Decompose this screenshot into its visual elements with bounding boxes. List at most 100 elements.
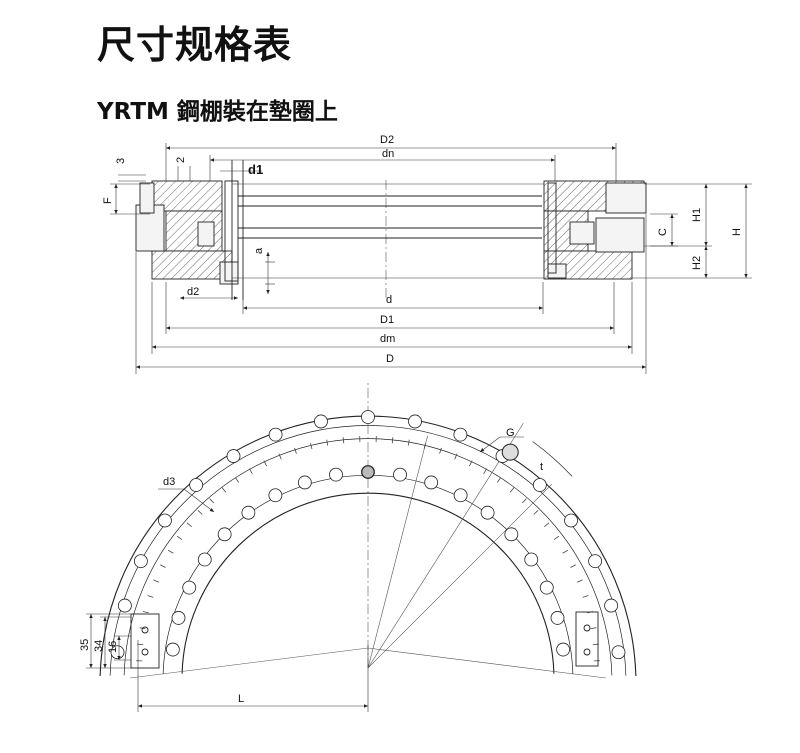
label-H1: H1	[691, 208, 703, 222]
section-view: D2 dn d1 3 2 F a d2 d D1 d	[102, 134, 752, 374]
flange-tick	[469, 460, 473, 467]
flange-tick	[310, 443, 313, 450]
label-D2: D2	[380, 134, 394, 146]
flange-tick	[423, 443, 426, 450]
page-title: 尺寸规格表	[97, 23, 293, 67]
inner-bolt-hole	[297, 475, 312, 490]
outer-bolt-hole	[453, 427, 468, 442]
flange-tick	[483, 468, 488, 475]
outer-bolt-hole	[361, 410, 375, 424]
outer-bolt-hole	[408, 414, 422, 429]
left-bearing-section	[135, 160, 244, 300]
flange-tick	[522, 498, 527, 504]
flange-tick	[570, 564, 576, 568]
label-dn: dn	[382, 148, 394, 160]
label-F: F	[102, 197, 114, 204]
flange-tick	[209, 498, 214, 504]
label-H: H	[731, 228, 743, 236]
flange-tick	[147, 595, 154, 598]
outer-bolt-hole	[588, 554, 603, 569]
flange-tick	[167, 549, 174, 554]
label-C: C	[657, 228, 669, 236]
inner-bolt-hole	[171, 611, 186, 625]
label-D: D	[386, 353, 394, 365]
plan-view	[99, 383, 637, 679]
label-L: L	[238, 693, 244, 705]
label-d2: d2	[187, 286, 199, 298]
label-d: d	[386, 294, 392, 306]
inner-bolt-hole	[268, 488, 283, 503]
outer-bolt-hole	[158, 513, 172, 528]
outer-bolt-hole	[532, 478, 547, 492]
label-d1: d1	[248, 162, 263, 177]
flange-tick	[186, 522, 192, 527]
chord-line-right	[367, 647, 607, 679]
flange-tick	[590, 627, 597, 630]
flange-tick	[235, 477, 240, 483]
label-G: G	[506, 427, 515, 439]
inner-ring-bore	[181, 492, 555, 674]
chord-line-left	[129, 647, 369, 679]
flange-tick	[294, 447, 297, 454]
flange-tick	[533, 510, 539, 515]
inner-bolt-hole	[524, 552, 539, 567]
flange-tick	[576, 579, 583, 583]
radial-line-g	[367, 422, 524, 669]
label-16: 16	[107, 641, 119, 653]
label-dm: dm	[380, 333, 395, 345]
flange-tick	[248, 468, 253, 475]
outer-bolt-hole	[604, 598, 619, 613]
label-d3: d3	[163, 476, 175, 488]
flange-tick	[582, 595, 589, 598]
flange-tick	[278, 453, 282, 460]
inner-bolt-hole	[480, 505, 495, 520]
flange-tick	[221, 487, 227, 493]
outer-bolt-hole	[133, 554, 148, 569]
inner-bolt-hole	[217, 527, 232, 542]
label-35: 35	[79, 639, 91, 651]
flange-tick	[197, 510, 203, 515]
outer-bolt-hole	[189, 478, 204, 492]
outer-bolt-hole	[314, 414, 328, 429]
flange-tick	[454, 453, 458, 460]
flange-tick	[342, 437, 345, 444]
label-D1: D1	[380, 314, 394, 326]
inner-bolt-hole	[182, 580, 197, 595]
outer-bolt-hole	[117, 598, 132, 613]
radial-line-2	[367, 435, 428, 669]
flange-tick	[263, 460, 267, 467]
inner-bolt-hole	[165, 642, 180, 657]
flange-tick	[496, 477, 501, 483]
pitch-angle-arc	[532, 441, 573, 477]
inner-bolt-hole	[424, 475, 439, 490]
flange-tick	[439, 447, 442, 454]
label-34: 34	[93, 640, 105, 652]
label-t: t	[540, 461, 543, 473]
outer-bolt-hole	[564, 513, 578, 528]
inner-bolt-hole	[197, 552, 212, 567]
label-H2: H2	[691, 256, 703, 270]
inner-bolt-hole	[329, 467, 343, 482]
outer-bolt-hole	[226, 449, 241, 463]
right-bearing-section	[543, 180, 647, 280]
page-subtitle: YRTM 鋼棚裝在墊圈上	[97, 99, 338, 125]
label-2: 2	[175, 157, 187, 163]
outer-bolt-hole	[268, 427, 283, 442]
inner-bolt-hole	[393, 467, 407, 482]
flange-tick	[176, 535, 183, 540]
threaded-hole-G	[501, 443, 519, 461]
flange-tick	[391, 437, 394, 444]
inner-bolt-hole	[453, 488, 468, 503]
flange-tick	[160, 564, 166, 568]
centre-hole	[361, 465, 375, 479]
inner-bolt-hole	[556, 642, 571, 657]
radial-line	[367, 483, 553, 669]
flange-tick	[407, 439, 410, 446]
flange-tick	[326, 439, 329, 446]
outer-bolt-hole	[611, 645, 626, 660]
inner-bolt-hole	[241, 505, 256, 520]
flange-tick	[142, 611, 149, 614]
label-3: 3	[115, 158, 127, 164]
inner-bolt-hole	[550, 611, 565, 625]
